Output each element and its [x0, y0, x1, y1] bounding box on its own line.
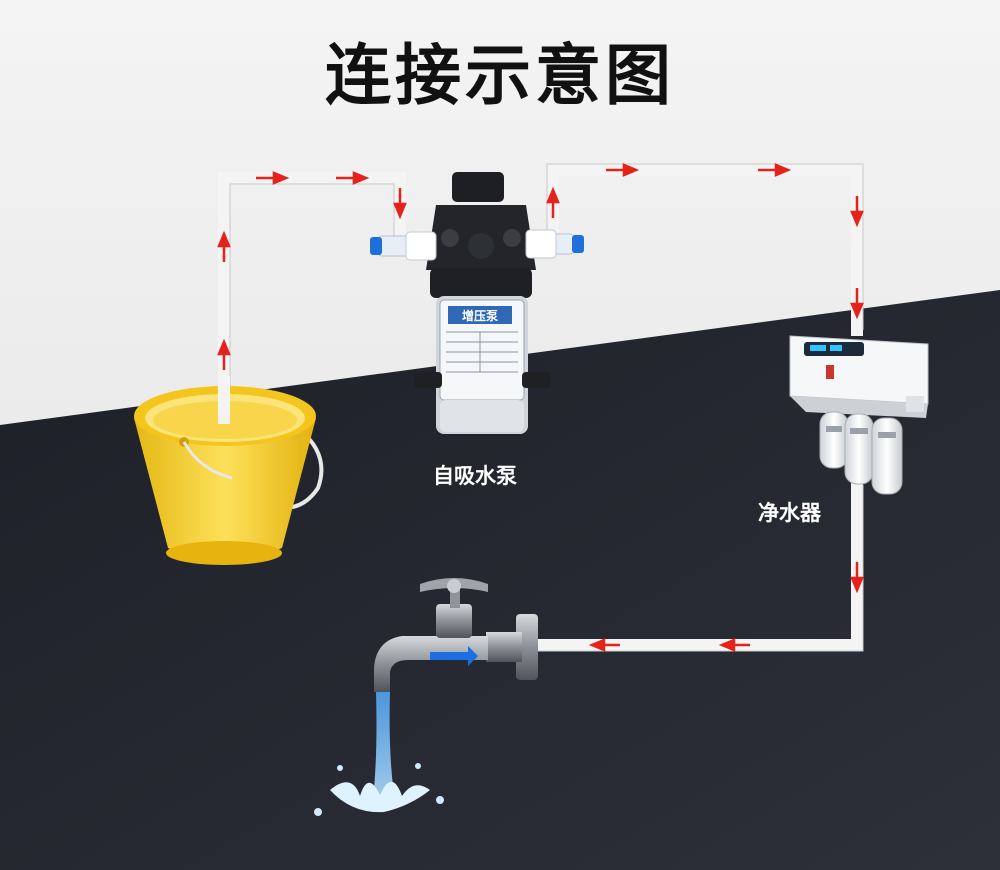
- purifier-label: 净水器: [758, 497, 821, 527]
- pump-panel-text: 增压泵: [462, 308, 498, 323]
- page-title: 连接示意图: [0, 22, 1000, 118]
- pump-label: 自吸水泵: [433, 460, 517, 490]
